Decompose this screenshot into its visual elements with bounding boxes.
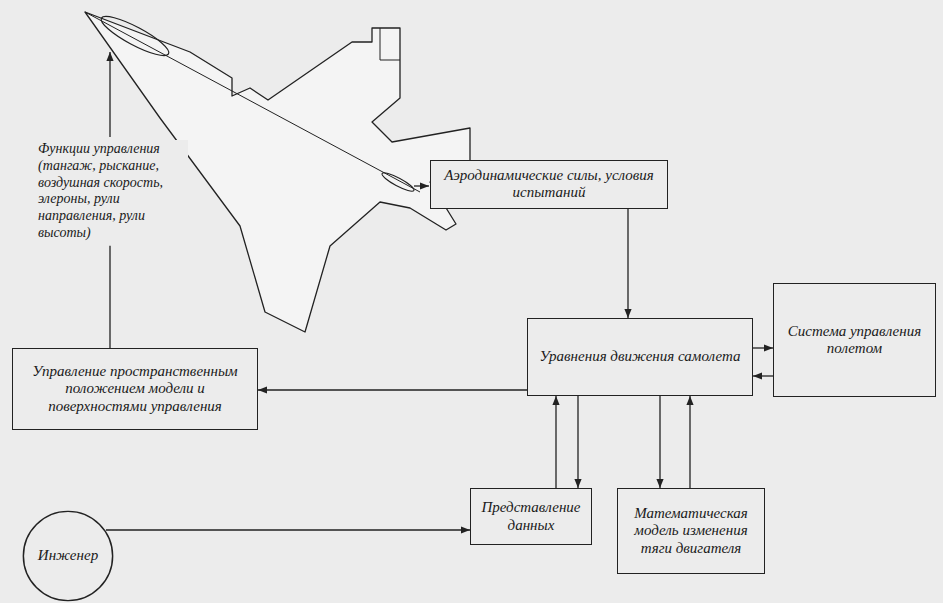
leader-line [109,246,110,348]
flow-arrow [106,529,470,530]
flow-arrow [753,375,773,376]
leader-arrow [109,52,110,137]
aileron-line [380,28,400,60]
flow-arrow [577,396,578,488]
flow-arrow [414,185,429,186]
process-box: Уравнения движения самолета [527,318,753,396]
canopy [97,10,173,62]
flow-arrow [555,396,556,488]
flow-arrow [689,396,690,488]
box-text: Представление данных [479,499,583,534]
process-box: Аэродинамические силы, условия испытаний [430,160,668,209]
callout-label: Функции управления (тангаж, рыскание, во… [36,140,188,243]
box-text: Инженер [38,547,98,564]
engine-nozzle [380,170,416,194]
flow-arrow [753,347,773,348]
actor-circle: Инженер [22,510,114,602]
box-text: Аэродинамические силы, условия испытаний [439,167,659,202]
circle-shape [23,511,112,600]
flow-arrow [258,389,527,390]
flow-arrow [627,209,628,319]
process-box: Представление данных [470,488,592,545]
box-text: Математическая модель изменения тяги дви… [626,505,756,557]
box-text: Уравнения движения самолета [540,348,741,365]
process-box: Математическая модель изменения тяги дви… [617,488,765,574]
process-box: Система управления полетом [773,283,936,397]
flow-arrow [659,396,660,488]
process-box: Управление пространственным положением м… [12,348,258,430]
box-text: Управление пространственным положением м… [21,363,249,415]
box-text: Система управления полетом [782,323,927,358]
